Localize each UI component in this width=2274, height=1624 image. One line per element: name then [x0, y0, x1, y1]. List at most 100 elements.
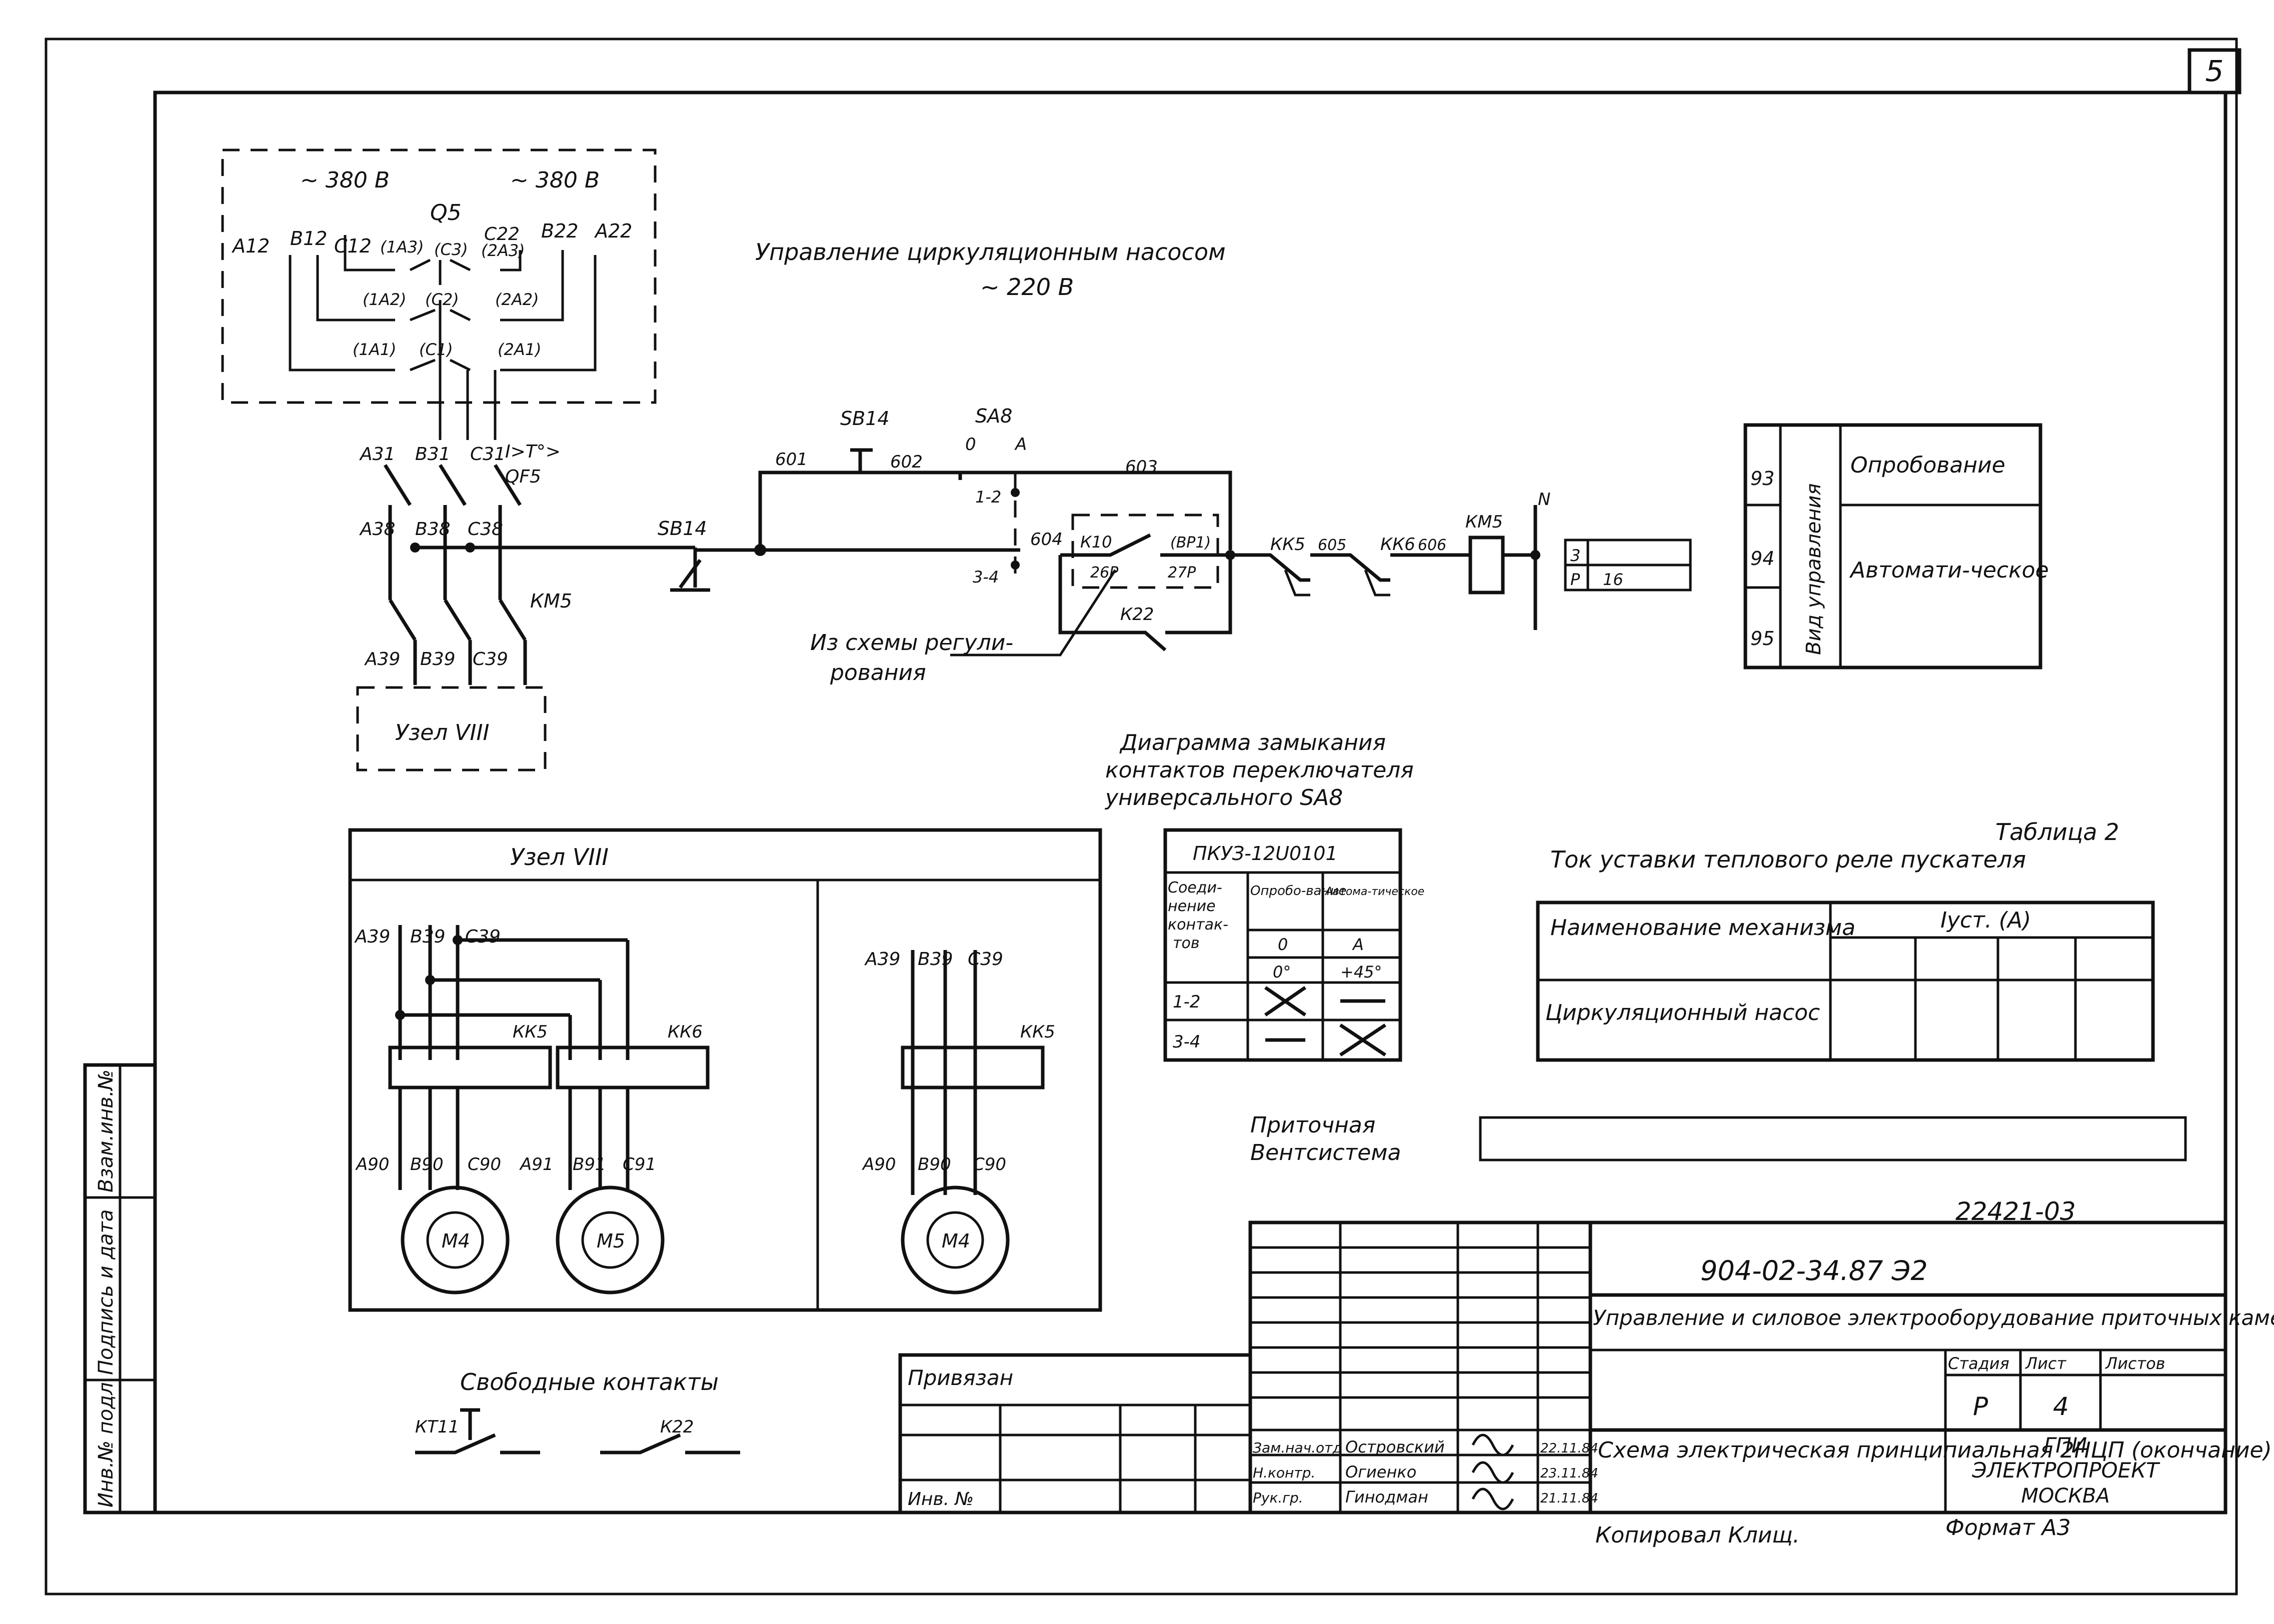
vent-line1: Приточная [1250, 1112, 1375, 1138]
page-number-box [2187, 48, 2241, 94]
sheet-header: Лист [2025, 1354, 2066, 1373]
contact-1a2: (1А2) [363, 290, 407, 309]
km5-coil [1468, 536, 1505, 594]
sa8-conn-4: тов [1173, 934, 1200, 952]
mode-test: Опробование [1850, 452, 2005, 478]
org-line3: МОСКВА [2021, 1484, 2109, 1508]
contact-2a3: (2А3) [481, 241, 525, 260]
m4b-a: А90 [862, 1154, 896, 1174]
node8-in-a: А39 [354, 926, 390, 947]
ref-key-2: Р [1570, 570, 1580, 589]
km5-coil-label: КМ5 [1465, 512, 1503, 532]
sig-date-2: 23.11.84 [1540, 1466, 1598, 1481]
kk5-relay [388, 1046, 552, 1090]
ref-val-2: 16 [1603, 570, 1623, 589]
breaker-note: I>T°> [505, 442, 561, 462]
page-number: 5 [2205, 54, 2224, 88]
m4-b: В90 [410, 1154, 444, 1174]
bound-label: Привязан [908, 1366, 1013, 1390]
contactor-km5: КМ5 [530, 590, 572, 612]
sa8-label: SA8 [975, 405, 1012, 427]
contact-2a1: (2А1) [498, 340, 542, 359]
bus-b38: В38 [415, 519, 451, 540]
voltage-right: ~ 380 В [510, 168, 600, 193]
sa8-conn-2: нение [1168, 898, 1216, 915]
contact-c2: (С2) [425, 290, 459, 309]
phase-left-c: С12 [334, 235, 372, 257]
sig-name-2: Огиенко [1345, 1462, 1416, 1482]
breaker-c31: С31 [470, 444, 506, 464]
node8b-in-b: В39 [918, 949, 953, 970]
m4b-c: С90 [973, 1154, 1006, 1174]
table2-title: Ток уставки теплового реле пускателя [1550, 846, 2026, 873]
sa8-col2: Автома-тическое [1324, 886, 1424, 898]
k10-box [1071, 514, 1219, 589]
org-line1: ГПИ [2044, 1433, 2087, 1458]
sig-date-1: 22.11.84 [1540, 1441, 1598, 1456]
wire-606: 606 [1418, 536, 1446, 554]
phase-left-b: В12 [290, 228, 327, 250]
kk6-ctrl: КК6 [1380, 534, 1415, 554]
free-kt11: КТ11 [415, 1417, 459, 1437]
control-title-1: Управление циркуляционным насосом [755, 238, 1226, 266]
sig-role-3: Рук.гр. [1253, 1490, 1303, 1506]
node8-panel: Узел VIII А39 В39 С39 КК5 КК6 А90 В90 С9… [348, 828, 1102, 1312]
switch-label: Q5 [430, 200, 462, 226]
breaker-b31: В31 [415, 444, 451, 464]
margin-label-1: Взам.инв.№ [95, 1070, 118, 1192]
wire-604: 604 [1030, 530, 1063, 550]
mode-row-95: 95 [1750, 628, 1774, 650]
phase-right-a: А22 [594, 220, 632, 242]
m4-c: С90 [468, 1154, 501, 1174]
node8b-in-a: А39 [864, 949, 900, 970]
breaker-name: QF5 [505, 466, 541, 487]
mode-row-93: 93 [1750, 468, 1774, 490]
kk6-relay [556, 1046, 710, 1090]
free-contacts-title: Свободные контакты [460, 1368, 719, 1396]
mode-side-title: Вид управления [1802, 484, 1825, 656]
title-block: 22421-03 904-02-34.87 Э2 Управление и си… [898, 1197, 2274, 1548]
sheet-title: Схема электрическая принципиальная 2НЦП … [1598, 1438, 2272, 1463]
motor-m5-label: М5 [597, 1230, 625, 1252]
bus-c38: С38 [468, 519, 503, 540]
node8-in-c: С39 [465, 926, 501, 947]
bus-a38: А38 [359, 519, 395, 540]
table2-row1-name: Циркуляционный насос [1545, 1000, 1820, 1026]
sig-role-1: Зам.нач.отд [1253, 1440, 1342, 1456]
signature-strokes [1471, 1434, 1514, 1510]
sa8-pos2: А [1352, 935, 1364, 954]
stage-value: Р [1973, 1392, 1988, 1421]
sig-name-1: Островский [1345, 1438, 1445, 1456]
ref-key-1: 3 [1570, 546, 1580, 565]
from-reg-1: Из схемы регули- [810, 630, 1013, 656]
inv-label: Инв. № [908, 1489, 974, 1510]
node8b-in-c: С39 [968, 949, 1003, 970]
vent-blank-box [1479, 1116, 2187, 1162]
k22-label: К22 [1120, 604, 1154, 624]
out-b39: В39 [420, 649, 456, 670]
k10-label: К10 [1080, 532, 1112, 552]
table2: Таблица 2 Ток уставки теплового реле пус… [1536, 818, 2155, 1062]
out-c39: С39 [473, 649, 508, 670]
sig-role-2: Н.контр. [1253, 1464, 1315, 1481]
sa8-col1: Опробо-вание [1250, 884, 1346, 898]
sa8-model: ПКУЗ-12U0101 [1193, 842, 1338, 864]
phase-right-b: В22 [541, 220, 578, 242]
contact-1a3: (1А3) [380, 238, 424, 256]
sheets-header: Листов [2105, 1354, 2165, 1373]
node8-ref-box [356, 686, 547, 772]
margin-stamp: Взам.инв.№ Подпись и дата Инв.№ подл. [83, 1063, 157, 1514]
breaker-a31: А31 [359, 444, 395, 464]
m5-a: А91 [519, 1154, 554, 1174]
control-title-2: ~ 220 В [980, 274, 1074, 300]
m5-c: С91 [623, 1154, 656, 1174]
bp-label: (ВР1) [1170, 534, 1211, 552]
out-a39: А39 [364, 649, 400, 670]
sa8-conn-3: контак- [1168, 916, 1228, 934]
from-reg-2: рования [830, 660, 926, 686]
contact-1-2: 1-2 [975, 488, 1001, 506]
sa8-pos-a: А [1014, 434, 1027, 454]
margin-label-3: Инв.№ подл. [95, 1376, 118, 1508]
copied-by: Копировал Клищ. [1595, 1522, 1800, 1548]
